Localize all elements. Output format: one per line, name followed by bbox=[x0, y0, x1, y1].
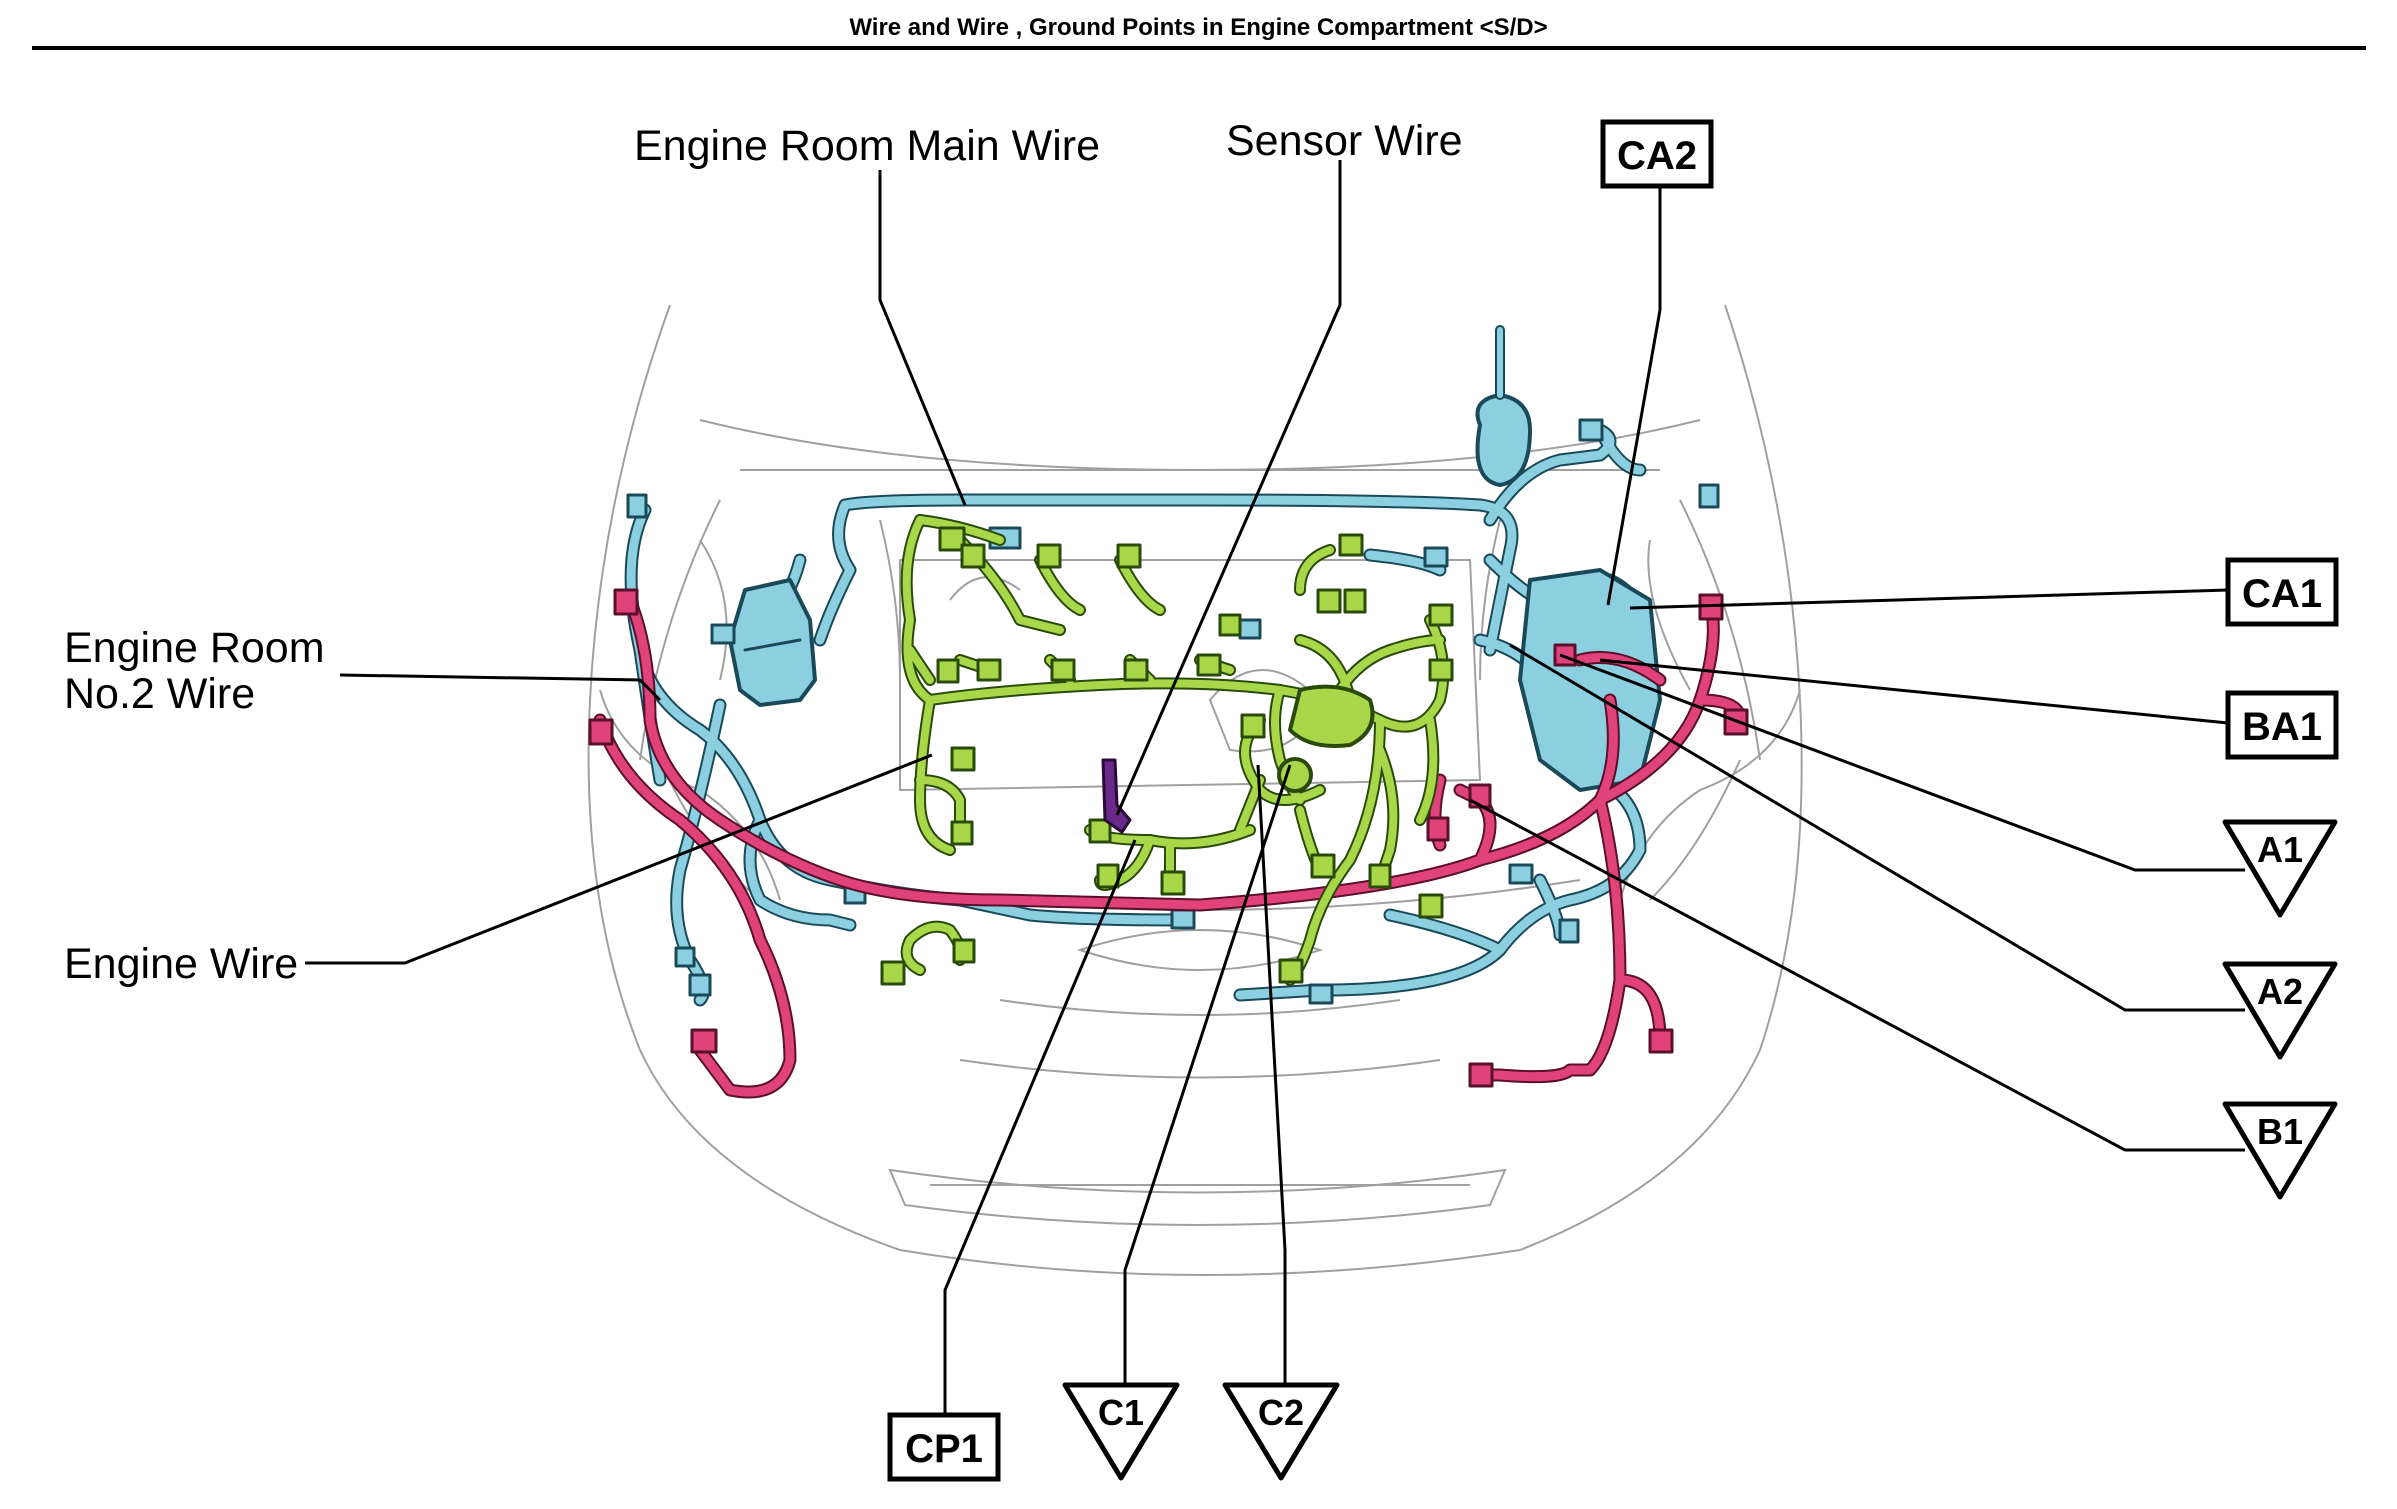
connector-point-cp1: CP1 bbox=[887, 1412, 1001, 1482]
leader-lines bbox=[305, 160, 2245, 1420]
ground-point-c1-label: C1 bbox=[1098, 1392, 1144, 1433]
engine-wire bbox=[880, 514, 1454, 986]
connector-point-ca2-label: CA2 bbox=[1617, 134, 1697, 178]
ground-point-a1: A1 bbox=[2222, 819, 2338, 918]
ground-point-a2: A2 bbox=[2222, 961, 2338, 1060]
page-title: Wire and Wire , Ground Points in Engine … bbox=[849, 14, 1548, 41]
ground-point-b1-label: B1 bbox=[2257, 1111, 2303, 1152]
ground-point-c1: C1 bbox=[1062, 1382, 1180, 1481]
connector-point-ba1-label: BA1 bbox=[2242, 705, 2322, 749]
label-sensor-wire: Sensor Wire bbox=[1226, 117, 1463, 165]
ground-point-c2: C2 bbox=[1222, 1382, 1340, 1481]
connector-point-ba1: BA1 bbox=[2225, 690, 2339, 760]
connector-point-cp1-label: CP1 bbox=[905, 1427, 983, 1471]
label-engine-room-no2-wire-line1: Engine Room bbox=[64, 624, 325, 672]
label-engine-room-main-wire: Engine Room Main Wire bbox=[634, 122, 1100, 170]
connector-point-ca2: CA2 bbox=[1600, 119, 1714, 189]
ground-point-a1-label: A1 bbox=[2257, 829, 2303, 870]
connector-point-ca1-label: CA1 bbox=[2242, 572, 2322, 616]
title-rule bbox=[32, 46, 2366, 50]
connector-point-ca1: CA1 bbox=[2225, 557, 2339, 627]
ground-point-a2-label: A2 bbox=[2257, 971, 2303, 1012]
ground-point-b1: B1 bbox=[2222, 1101, 2338, 1200]
ground-point-c2-label: C2 bbox=[1258, 1392, 1304, 1433]
label-engine-room-no2-wire-line2: No.2 Wire bbox=[64, 670, 255, 718]
engine-room-no2-wire bbox=[588, 588, 1749, 1099]
label-engine-wire: Engine Wire bbox=[64, 940, 298, 988]
